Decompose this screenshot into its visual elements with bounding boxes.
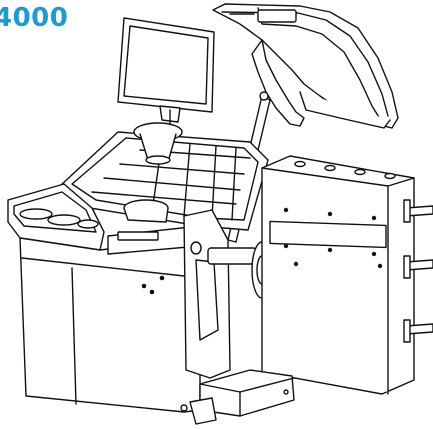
left-tray bbox=[7, 183, 105, 251]
main-cabinet bbox=[19, 225, 201, 413]
side-hooks bbox=[403, 199, 433, 343]
cone-holder bbox=[123, 122, 183, 223]
shaft-housing bbox=[183, 209, 231, 379]
weight-tray bbox=[59, 131, 269, 231]
safety-hood bbox=[212, 3, 399, 129]
product-model-label: 4000 bbox=[0, 3, 69, 33]
foot-pedal bbox=[180, 369, 295, 425]
monitor bbox=[117, 17, 215, 135]
rear-panel bbox=[261, 155, 415, 395]
